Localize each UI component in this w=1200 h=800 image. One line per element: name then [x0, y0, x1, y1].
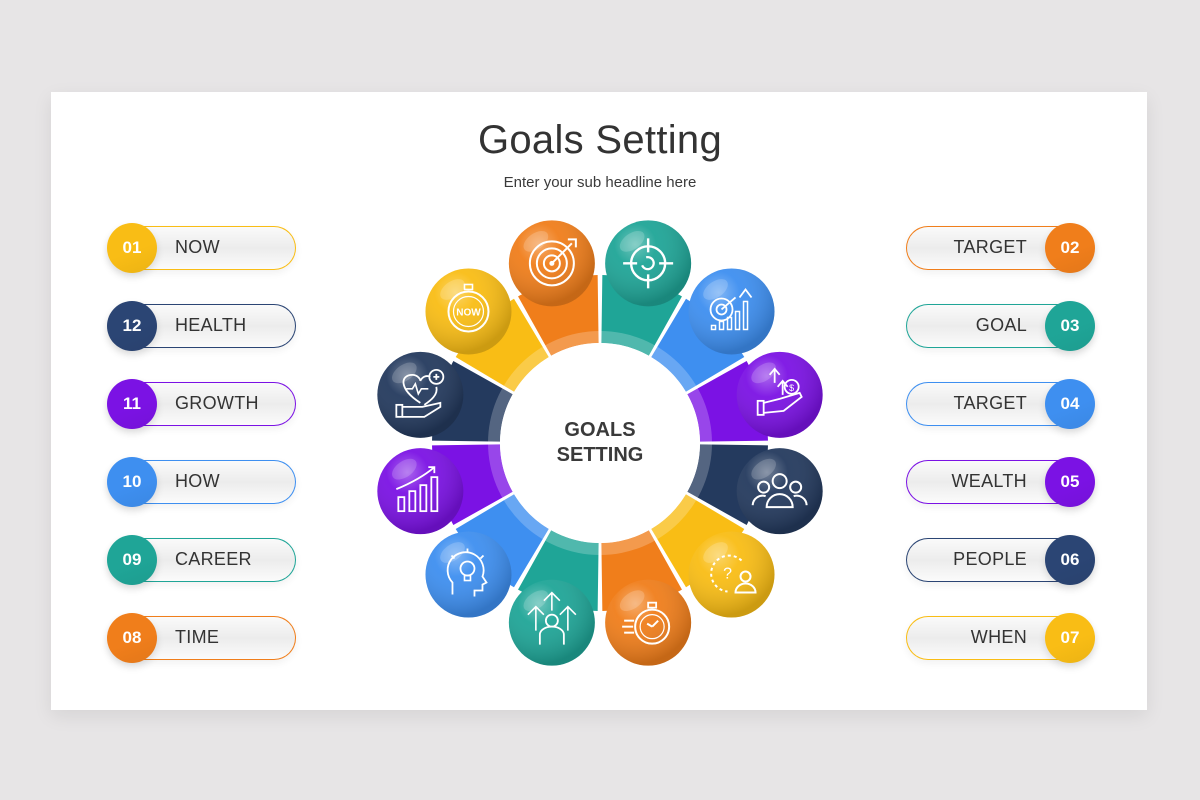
center-label: GOALS SETTING: [500, 343, 700, 543]
page-title: Goals Setting: [477, 118, 723, 162]
career-arrows-person-icon: [508, 579, 595, 666]
number-badge: 11: [107, 378, 157, 429]
fast-stopwatch-icon: [605, 579, 692, 666]
item-label: PEOPLE: [953, 549, 1027, 569]
target-dart-icon: [508, 220, 595, 307]
clock-person-question-icon: ?: [688, 531, 775, 618]
item-label: TARGET: [953, 237, 1027, 257]
svg-text:$: $: [789, 383, 794, 393]
item-label: GOAL: [975, 315, 1027, 335]
number-badge: 12: [107, 300, 157, 351]
number-badge: 03: [1045, 300, 1095, 351]
crosshair-icon: [605, 220, 692, 307]
list-item-when: WHEN 07: [906, 612, 1095, 663]
item-label: GROWTH: [175, 393, 259, 413]
target-growth-chart-icon: [688, 268, 775, 355]
list-item-how: HOW 10: [107, 456, 296, 507]
number-badge: 05: [1045, 456, 1095, 507]
wheel-graphic: NOW $?: [377, 220, 823, 666]
wheel-segment-01: [455, 298, 549, 392]
hand-money-icon: $: [736, 351, 823, 438]
goals-wheel: NOW $?: [370, 213, 830, 673]
number-badge: 04: [1045, 378, 1095, 429]
item-label: WEALTH: [951, 471, 1027, 491]
list-item-now: NOW 01: [107, 222, 296, 273]
list-item-goal: GOAL 03: [906, 300, 1095, 351]
wheel-segment-07: [651, 494, 745, 588]
center-label-line2: SETTING: [556, 444, 644, 466]
lightbulb-head-icon: [425, 531, 512, 618]
people-group-icon: [736, 448, 823, 535]
list-item-target: TARGET 04: [906, 378, 1095, 429]
list-item-wealth: WEALTH 05: [906, 456, 1095, 507]
svg-text:NOW: NOW: [456, 307, 481, 318]
item-label: HOW: [175, 471, 220, 491]
number-badge: 09: [107, 534, 157, 585]
list-item-growth: GROWTH 11: [107, 378, 296, 429]
list-item-health: HEALTH 12: [107, 300, 296, 351]
center-circle: [500, 343, 700, 543]
page-subtitle: Enter your sub headline here: [503, 174, 697, 191]
svg-text:?: ?: [723, 566, 732, 583]
center-label-line1: GOALS: [564, 419, 636, 441]
heart-hand-health-icon: [377, 351, 464, 438]
item-label: CAREER: [175, 549, 252, 569]
stopwatch-now-icon: NOW: [425, 268, 512, 355]
list-item-career: CAREER 09: [107, 534, 296, 585]
number-badge: 07: [1045, 612, 1095, 663]
number-badge: 06: [1045, 534, 1095, 585]
list-item-target: TARGET 02: [906, 222, 1095, 273]
item-label: TARGET: [953, 393, 1027, 413]
number-badge: 02: [1045, 222, 1095, 273]
number-badge: 10: [107, 456, 157, 507]
item-label: NOW: [175, 237, 220, 257]
item-label: HEALTH: [175, 315, 247, 335]
growth-bar-chart-icon: [377, 448, 464, 535]
item-label: WHEN: [970, 627, 1027, 647]
wheel-segment-10: [455, 494, 549, 588]
number-badge: 08: [107, 612, 157, 663]
item-label: TIME: [175, 627, 220, 647]
number-badge: 01: [107, 222, 157, 273]
list-item-people: PEOPLE 06: [906, 534, 1095, 585]
list-item-time: TIME 08: [107, 612, 296, 663]
wheel-segment-04: [651, 298, 745, 392]
